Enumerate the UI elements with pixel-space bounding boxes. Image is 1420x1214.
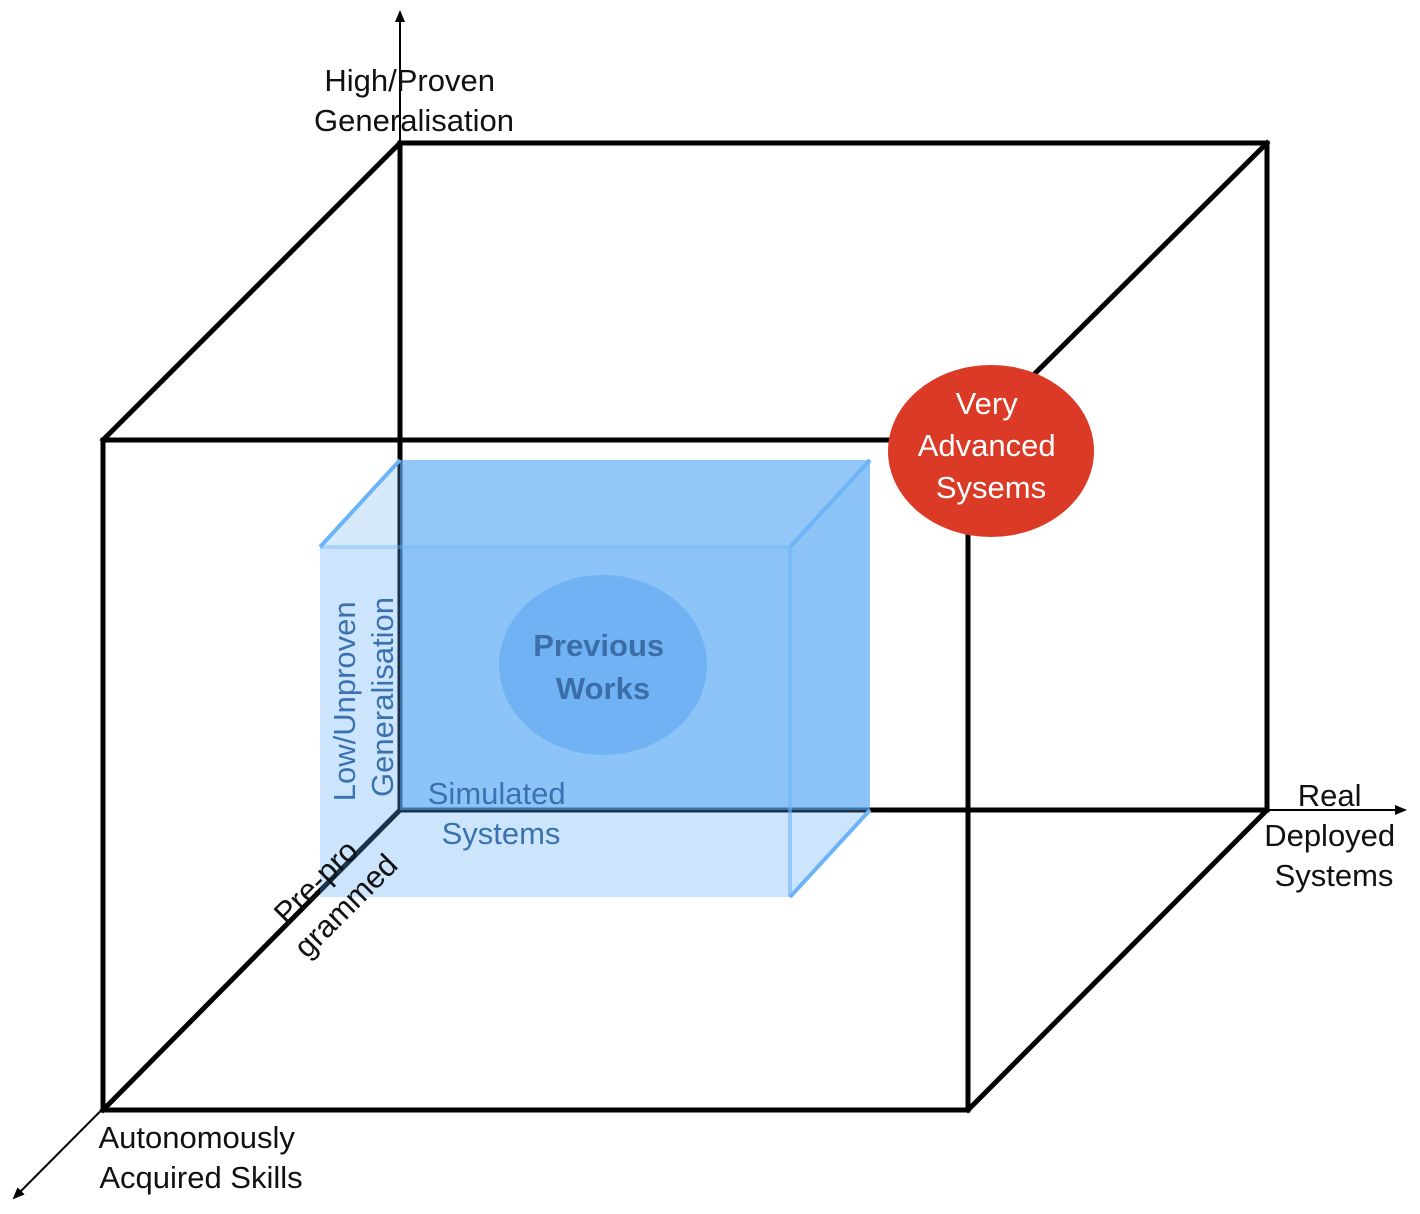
simulated-systems-line2: Systems [442,816,561,851]
high-generalisation-line1: High/Proven [324,63,495,98]
very-advanced-label-line2: Advanced [918,428,1056,463]
svg-text:Previous Works: Previous Works [533,628,673,706]
simulated-systems-label: Simulated Systems [428,776,574,851]
high-generalisation-label: High/Proven Generalisation [314,63,514,138]
previous-works-box: Previous Works [318,458,872,899]
very-advanced-systems-ellipse [888,365,1094,537]
previous-works-box-edge [788,458,872,549]
real-deployed-line1: Real [1298,778,1362,813]
autonomous-skills-line1: Autonomously [98,1120,295,1155]
high-generalisation-line2: Generalisation [314,103,514,138]
cube-front-edges [99,139,1271,1114]
autonomous-skills-line2: Acquired Skills [99,1160,302,1195]
simulated-systems-line1: Simulated [428,776,566,811]
real-deployed-label: Real Deployed Systems [1264,778,1404,893]
cube-edge-depth-bottom-left [99,806,404,1114]
low-generalisation-line1: Low/Unproven [327,601,362,801]
previous-works-box-top-face [320,460,870,547]
very-advanced-label-line3: Sysems [936,470,1046,505]
autonomous-skills-label: Autonomously Acquired Skills [98,1120,303,1195]
svg-text:Very Advanced Syse: Very Advanced Sysems [918,386,1065,505]
previous-works-box-edge [318,458,402,549]
very-advanced-label-line1: Very [956,386,1019,421]
low-generalisation-label: Low/Unproven Generalisation [327,593,400,802]
previous-works-bubble [499,575,707,755]
real-deployed-line3: Systems [1275,858,1394,893]
low-generalisation-line2: Generalisation [365,597,400,797]
previous-works-box-right-face [790,460,870,897]
cube-edge-depth-bottom-right [964,806,1271,1114]
cube-edge-depth-top-left [99,139,404,444]
previous-works-label-line1: Previous [533,628,664,663]
very-advanced-systems-bubble: Very Advanced Sysems [888,365,1094,537]
previous-works-label-line2: Works [556,671,650,706]
previous-works-box-edge [788,808,872,899]
real-deployed-line2: Deployed [1264,818,1395,853]
